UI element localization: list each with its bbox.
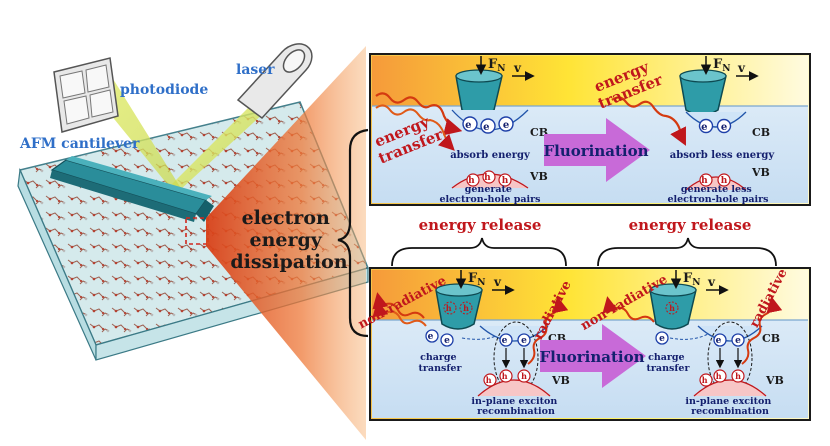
v-label-top-right: v <box>737 61 746 75</box>
svg-text:h h h: h h h <box>702 371 741 385</box>
v-label-top-left: v <box>513 61 522 75</box>
afm-cantilever-icon <box>50 156 214 222</box>
vb-label-top-right: VB <box>751 166 770 179</box>
svg-text:e e: e e <box>428 332 451 346</box>
svg-text:h h: h h <box>701 176 728 186</box>
cb-well-bottom-right <box>697 325 763 342</box>
tip-icon-top-right <box>679 69 727 116</box>
energy-release-label-right: energy release <box>629 216 752 234</box>
cb-label-bottom-right: CB <box>762 332 780 345</box>
laser-beam <box>172 104 265 190</box>
exciton-electrons-left: e e <box>499 333 531 347</box>
absorb-less-label: absorb less energy <box>670 150 776 161</box>
radiative-arrow-right <box>741 296 783 365</box>
tip-icon-bottom-right: h <box>649 283 697 330</box>
energy-release-label-left: energy release <box>419 216 542 234</box>
generate-less-label: generate less electron-hole pairs <box>667 184 768 205</box>
dissipation-line-1: electron <box>242 207 330 229</box>
dissipation-label: electron energy dissipation <box>230 207 347 273</box>
exciton-label-right: in-plane exciton recombination <box>685 396 774 417</box>
zoom-cone <box>206 46 366 440</box>
left-brace <box>337 128 369 338</box>
tip-icon-top-left <box>455 69 503 116</box>
vb-dome-bottom-left <box>477 379 551 397</box>
vb-label-bottom-right: VB <box>765 374 784 387</box>
cb-well-bottom-left <box>479 325 549 342</box>
exciton-holes-left: h h h <box>483 369 531 387</box>
non-radiative-arrow-right <box>602 296 655 323</box>
hole-group-top-right: h h <box>699 173 731 187</box>
vb-label-bottom-left: VB <box>551 374 570 387</box>
exciton-holes-right: h h h <box>699 369 745 387</box>
fn-label-top-left: FN <box>488 57 505 74</box>
exciton-label-left: in-plane exciton recombination <box>471 396 560 417</box>
vb-label-top-left: VB <box>529 170 548 183</box>
charge-transfer-label-left: charge transfer <box>419 352 463 374</box>
cb-label-top-left: CB <box>530 126 548 139</box>
electron-group-top-right: e e <box>698 118 732 134</box>
svg-text:e e: e e <box>502 336 528 346</box>
laser-label: laser <box>236 62 275 78</box>
svg-text:h h h: h h h <box>486 371 527 385</box>
fluorination-label-top: Fluorination <box>543 142 648 160</box>
hole-group-top-left: h h h <box>466 170 512 187</box>
dissipation-line-3: dissipation <box>230 251 347 273</box>
photodiode-icon <box>53 57 119 133</box>
electron-group-top-left: e e e <box>462 116 514 134</box>
v-label-bottom-left: v <box>493 275 502 289</box>
brace-right <box>597 237 777 267</box>
absorb-energy-label: absorb energy <box>450 150 531 161</box>
fn-label-bottom-left: FN <box>468 271 485 288</box>
charge-transfer-electrons-left: e e <box>425 329 454 347</box>
laser-icon <box>236 43 313 120</box>
exciton-electrons-right: e e <box>713 333 745 347</box>
vb-dome-bottom-right <box>693 379 767 397</box>
non-radiative-arrow-left-2 <box>372 300 427 327</box>
bottom-panel: h h FN v e e charge transfer CB <box>356 266 811 421</box>
energy-transfer-arrow-top-right <box>611 96 686 146</box>
energy-transfer-arrow-top-left-1 <box>375 92 463 136</box>
svg-text:h: h <box>669 303 675 313</box>
fn-label-bottom-right: FN <box>683 271 700 288</box>
svg-text:e: e <box>659 334 665 344</box>
cb-label-top-right: CB <box>752 126 770 139</box>
generate-label: generate electron-hole pairs <box>439 184 540 205</box>
top-panel: FN v CB e e e absorb energy VB h h <box>369 53 811 206</box>
photodiode-label: photodiode <box>120 82 208 98</box>
svg-text:h h h: h h h <box>468 173 509 186</box>
charge-transfer-electrons-right: e <box>655 331 669 345</box>
svg-text:e e e: e e e <box>465 120 509 133</box>
afm-cantilever-label: AFM cantilever <box>19 136 140 152</box>
svg-text:electron energy di: electron energy dissipation <box>230 207 347 273</box>
svg-text:e e: e e <box>701 122 727 133</box>
fluorination-label-bottom: Fluorination <box>539 348 644 366</box>
tip-icon-bottom-left: h h <box>435 283 483 330</box>
svg-text:h h: h h <box>446 303 469 313</box>
charge-transfer-label-right: charge transfer <box>647 352 691 374</box>
fn-label-top-right: FN <box>713 57 730 74</box>
radiative-arrow-left <box>527 296 569 365</box>
fluorination-arrow-bottom: Fluorination <box>539 324 646 388</box>
v-label-bottom-right: v <box>707 275 716 289</box>
dissipation-line-2: energy <box>250 229 323 251</box>
svg-text:e e: e e <box>716 336 742 346</box>
fluorination-arrow-top: Fluorination <box>543 118 650 182</box>
brace-left <box>391 237 567 267</box>
energy-transfer-arrow-top-left-2 <box>375 104 455 151</box>
